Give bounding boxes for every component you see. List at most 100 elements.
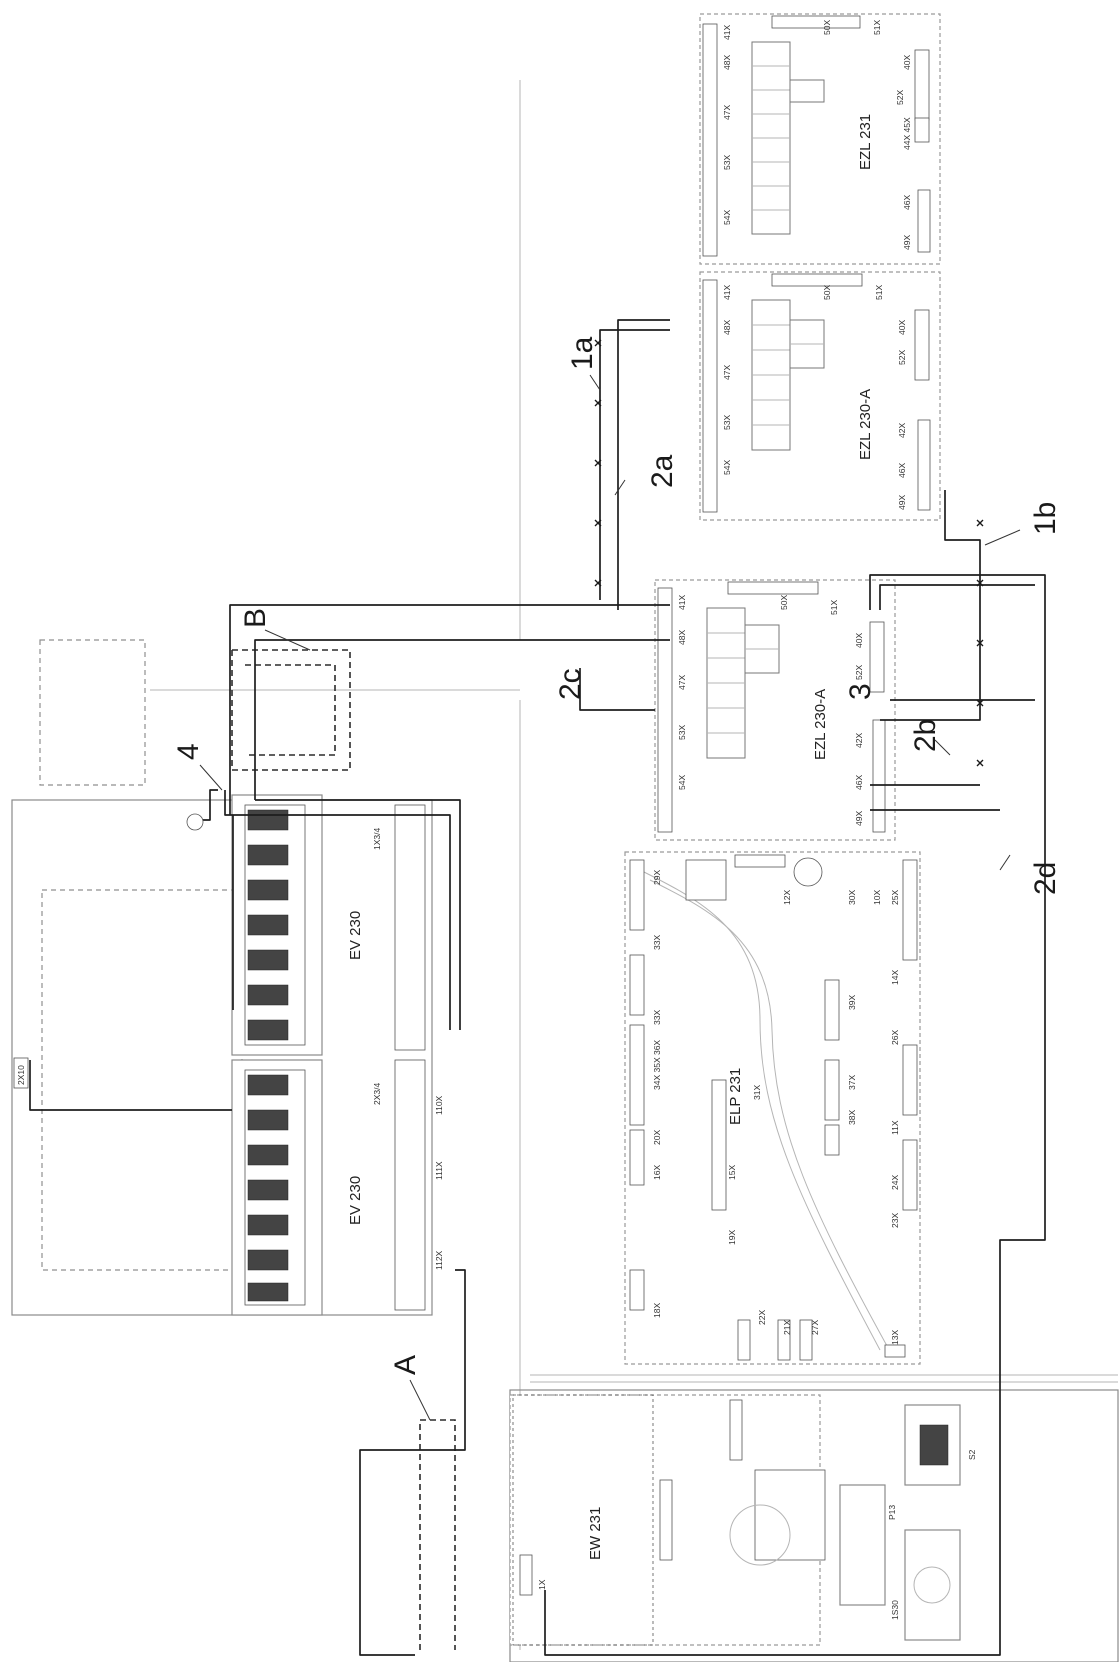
elp231-conn-15x: 15X: [727, 1165, 737, 1180]
elp231-label: ELP 231: [727, 1068, 744, 1125]
callout-2b: 2b: [909, 719, 942, 752]
p13-switch: [839, 1484, 886, 1606]
1s30-switch: [904, 1529, 961, 1641]
ev230-bottom-conn-112x: 112X: [434, 1250, 444, 1270]
callout-2b-leader: [934, 739, 951, 756]
elp231-conn-37x: 37X: [847, 1075, 857, 1090]
board-ezl230a-bottom: EZL 230-A 41X 48X 47X 53X 54X 50X 51X 40…: [654, 579, 896, 841]
callouts: A B 4 3 1a 2a 1b 2b 2c 2d: [172, 336, 1062, 1421]
ezl230a-bottom-conn-53x: 53X: [677, 725, 687, 740]
ezl231-conn-46x: 46X: [902, 195, 912, 210]
callout-1a: 1a: [566, 336, 599, 370]
ezl230a-top-conn-52x: 52X: [897, 350, 907, 365]
ezl231-conn-52x: 52X: [895, 90, 905, 105]
ezl231-conn-47x: 47X: [722, 105, 732, 120]
external-unit-box: [39, 639, 146, 786]
elp231-conn-19x: 19X: [727, 1230, 737, 1245]
tag-2x10: 2X10: [16, 1065, 26, 1085]
elp231-conn-24x: 24X: [890, 1175, 900, 1190]
ezl231-conn-49x: 49X: [902, 235, 912, 250]
elp231-conn-22x: 22X: [757, 1310, 767, 1325]
callout-b-leader: [264, 629, 311, 651]
ezl230a-top-conn-50x: 50X: [822, 285, 832, 300]
ev230-bottom-conn-2x34: 2X3/4: [372, 1083, 382, 1105]
ezl230a-bottom-conn-40x: 40X: [854, 633, 864, 648]
callout-1b-leader: [984, 529, 1021, 546]
ezl230a-bottom-conn-52x: 52X: [854, 665, 864, 680]
board-ew231: EW 231 1X P13 S2 1S30: [509, 1394, 977, 1646]
elp231-conn-34-35-36x: 34X 35X 36X: [652, 1040, 662, 1090]
wires: [29, 319, 1046, 1656]
elp231-conn-21x: 21X: [782, 1320, 792, 1335]
ev230-top-conn-1x34: 1X3/4: [372, 828, 382, 850]
elp231-conn-16x: 16X: [652, 1165, 662, 1180]
ezl231-conn-48x: 48X: [722, 55, 732, 70]
ezl230a-top-conn-46x: 46X: [897, 463, 907, 478]
ezl231-label: EZL 231: [857, 114, 874, 170]
ezl230a-bottom-conn-51x: 51X: [829, 600, 839, 615]
callout-2a-leader: [614, 479, 626, 496]
elp231-conn-30x: 30X: [847, 890, 857, 905]
ezl230a-bottom-conn-54x: 54X: [677, 775, 687, 790]
ev230-top-label: EV 230: [347, 911, 364, 960]
ew231-conn-1s30: 1S30: [890, 1600, 900, 1620]
ev230-bottom-label: EV 230: [347, 1176, 364, 1225]
elp231-conn-29x: 29X: [652, 870, 662, 885]
elp231-conn-23x: 23X: [890, 1213, 900, 1228]
ezl230a-bottom-label: EZL 230-A: [812, 689, 829, 760]
elp231-conn-39x: 39X: [847, 995, 857, 1010]
ezl230a-bottom-conn-48x: 48X: [677, 630, 687, 645]
ezl230a-top-conn-40x: 40X: [897, 320, 907, 335]
board-ezl231: EZL 231 41X 48X 47X 53X 54X 50X 51X 40X …: [699, 13, 941, 265]
elp231-conn-31x: 31X: [752, 1085, 762, 1100]
callout-a-leader: [409, 1379, 431, 1421]
ew231-conn-s2: S2: [967, 1449, 977, 1460]
ew231-label: EW 231: [587, 1507, 604, 1560]
ew231-conn-p13: P13: [887, 1505, 897, 1520]
ezl230a-bottom-conn-47x: 47X: [677, 675, 687, 690]
ezl230a-top-label: EZL 230-A: [857, 389, 874, 460]
ev-enclosure: [11, 799, 433, 1316]
board-ezl230a-top: EZL 230-A 41X 48X 47X 53X 54X 50X 51X 40…: [699, 271, 941, 521]
tag-2x10-box: [13, 1057, 29, 1089]
loop-b: [231, 649, 351, 771]
ezl231-conn-53x: 53X: [722, 155, 732, 170]
callout-2d-leader: [999, 854, 1011, 871]
callout-2a: 2a: [646, 454, 679, 488]
ezl230a-top-conn-41x: 41X: [722, 285, 732, 300]
callout-1a-leader: [589, 374, 601, 391]
ew231-conn-1x: 1X: [537, 1579, 547, 1590]
ezl230a-bottom-conn-41x: 41X: [677, 595, 687, 610]
callout-a: A: [389, 1355, 422, 1375]
elp231-conn-14x: 14X: [890, 970, 900, 985]
elp231-conn-38x: 38X: [847, 1110, 857, 1125]
callout-2d: 2d: [1029, 862, 1062, 895]
ezl231-conn-40x: 40X: [902, 55, 912, 70]
callout-1b: 1b: [1029, 502, 1062, 535]
loop-a: [419, 1419, 456, 1650]
ezl231-relays: [751, 41, 825, 235]
cable-cross-markers: [594, 339, 984, 767]
elp231-conn-25x: 25X: [890, 890, 900, 905]
ezl231-conn-44x45x: 44X 45X: [902, 117, 912, 150]
ezl230a-top-conn-42x: 42X: [897, 423, 907, 438]
ezl231-conn-41x: 41X: [722, 25, 732, 40]
ezl230a-top-conn-51x: 51X: [874, 285, 884, 300]
ev230-top-terminal-blocks: [247, 809, 289, 1041]
ground-symbol: [186, 813, 204, 831]
ezl230a-bottom-conn-46x: 46X: [854, 775, 864, 790]
ev230-bottom-conn-111x: 111X: [434, 1161, 444, 1180]
elp231-conn-27x: 27X: [810, 1320, 820, 1335]
ezl230a-top-conn-53x: 53X: [722, 415, 732, 430]
ezl231-conn-51x: 51X: [872, 20, 882, 35]
callout-4: 4: [172, 743, 205, 760]
ezl231-terminals-left: [702, 23, 718, 257]
ev230-bottom-terminal-blocks: [247, 1074, 289, 1302]
elp231-conn-33x-a: 33X: [652, 935, 662, 950]
ezl230a-top-conn-54x: 54X: [722, 460, 732, 475]
ev230-bottom-conn-110x: 110X: [434, 1095, 444, 1115]
board-ev230-bottom: EV 230 2X3/4 110X 111X 112X: [231, 1059, 444, 1316]
ezl231-conn-50x: 50X: [822, 20, 832, 35]
board-ev230-top: EV 230 1X3/4: [231, 794, 426, 1056]
